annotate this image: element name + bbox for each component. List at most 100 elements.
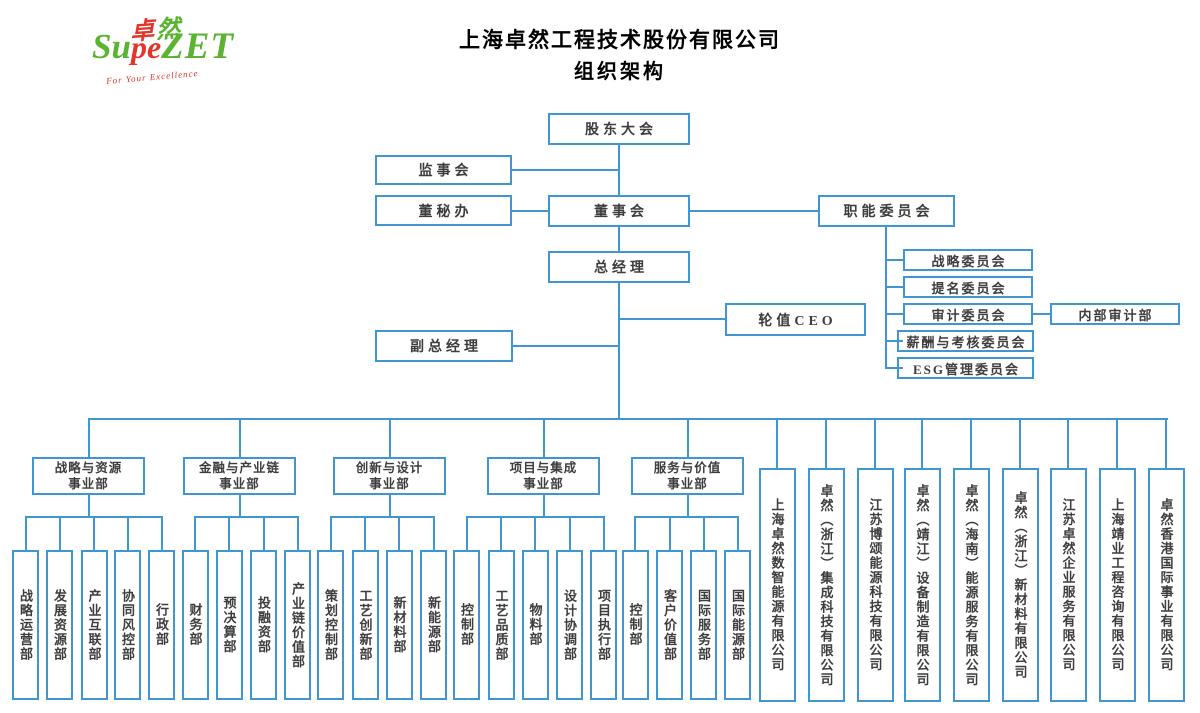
connector-line [388, 495, 391, 518]
department-box: 国际服务部 [690, 550, 717, 700]
division-name: 创新与设计 [355, 461, 424, 475]
logo-wordmark-pe: pe [130, 29, 162, 65]
connector-line [776, 418, 778, 470]
connector-line [921, 418, 923, 470]
department-box: 客户价值部 [656, 550, 683, 700]
page-title-company: 上海卓然工程技术股份有限公司 [459, 28, 781, 52]
connector-line [330, 516, 434, 518]
page-title-subtitle: 组织架构 [574, 61, 666, 83]
logo-tagline: For Your Excellence [105, 67, 199, 87]
department-box: 策划控制部 [317, 550, 344, 700]
connector-line [618, 283, 620, 420]
connector-line [1033, 313, 1050, 315]
department-box: 产业互联部 [80, 550, 108, 700]
connector-line [262, 516, 265, 550]
node-deputy-general-manager: 副总经理 [375, 330, 513, 362]
department-box: 控制部 [621, 550, 649, 700]
department-box: 工艺品质部 [487, 550, 515, 700]
connector-line [329, 516, 332, 550]
connector-line [542, 495, 545, 518]
connector-line [93, 516, 95, 550]
connector-line [1116, 418, 1118, 470]
department-box: 控制部 [453, 550, 480, 700]
department-box: 工艺创新部 [351, 550, 379, 700]
department-box: 行政部 [148, 550, 175, 700]
connector-line [388, 418, 391, 459]
node-shareholders: 股东大会 [548, 113, 690, 145]
connector-line [970, 418, 972, 470]
department-box: 项目执行部 [590, 550, 617, 700]
committee-box: 薪酬与考核委员会 [897, 330, 1034, 352]
connector-line [238, 495, 241, 518]
connector-line [228, 516, 230, 550]
division-name: 金融与产业链 [198, 461, 280, 475]
connector-line [825, 418, 827, 470]
committee-box: 审计委员会 [903, 303, 1033, 325]
subsidiary-box: 上海卓然数智能源有限公司 [758, 468, 796, 702]
connector-line [24, 516, 27, 550]
connector-line [686, 495, 689, 518]
connector-line [126, 516, 129, 550]
division-header: 服务与价值事业部 [631, 457, 744, 495]
connector-line [618, 318, 725, 320]
division-name: 项目与集成 [509, 461, 578, 475]
connector-line [1019, 418, 1021, 470]
department-box: 发展资源部 [46, 550, 73, 700]
department-box: 新能源部 [420, 550, 447, 700]
connector-line [542, 418, 545, 459]
connector-line [668, 516, 671, 550]
node-general-manager: 总经理 [548, 251, 690, 283]
department-box: 物料部 [521, 550, 549, 700]
node-functional-committees: 职能委员会 [818, 195, 955, 227]
department-box: 新材料部 [385, 550, 413, 700]
connector-line [874, 418, 876, 470]
connector-line [195, 516, 298, 518]
connector-line [690, 210, 818, 212]
connector-line [568, 516, 571, 550]
division-name: 服务与价值 [653, 461, 722, 475]
subsidiary-box: 卓然（浙江）集成科技有限公司 [807, 468, 845, 702]
connector-line [635, 516, 738, 518]
connector-line [87, 495, 90, 518]
subsidiary-box: 卓然香港国际事业有限公司 [1147, 468, 1185, 702]
connector-line [87, 418, 90, 459]
division-suffix: 事业部 [68, 477, 109, 491]
department-box: 国际能源部 [724, 550, 751, 700]
connector-line [885, 313, 903, 315]
division-header: 战略与资源事业部 [32, 457, 145, 495]
connector-line [500, 516, 502, 550]
division-header: 项目与集成事业部 [487, 457, 600, 495]
subsidiary-box: 江苏博颂能源科技有限公司 [856, 468, 894, 702]
connector-line [702, 516, 705, 550]
department-box: 协同风控部 [114, 550, 141, 700]
connector-line [1067, 418, 1069, 470]
subsidiary-box: 卓然（浙江）新材料有限公司 [1001, 468, 1039, 702]
connector-line [296, 516, 299, 550]
connector-line [160, 516, 163, 550]
connector-line [88, 418, 1168, 420]
committee-box: 战略委员会 [903, 249, 1033, 271]
division-name: 战略与资源 [54, 461, 123, 475]
node-board-secretary-office: 董秘办 [375, 195, 512, 226]
committee-box: 提名委员会 [903, 276, 1033, 298]
connector-line [1165, 418, 1167, 470]
connector-line [432, 516, 435, 550]
department-box: 预决算部 [215, 550, 243, 700]
logo-wordmark-zet: ZET [161, 26, 235, 67]
connector-line [634, 516, 636, 550]
node-internal-audit-dept: 内部审计部 [1050, 303, 1180, 325]
department-box: 投融资部 [250, 550, 277, 700]
connector-line [602, 516, 605, 550]
logo-wordmark: SupeZET [92, 28, 234, 65]
connector-line [885, 286, 903, 288]
connector-line [736, 516, 739, 550]
connector-line [465, 516, 468, 550]
division-suffix: 事业部 [219, 477, 260, 491]
department-box: 财务部 [181, 550, 209, 700]
connector-line [513, 345, 620, 347]
connector-line [364, 516, 366, 550]
connector-line [885, 340, 903, 342]
connector-line [885, 259, 903, 261]
connector-line [512, 210, 550, 212]
